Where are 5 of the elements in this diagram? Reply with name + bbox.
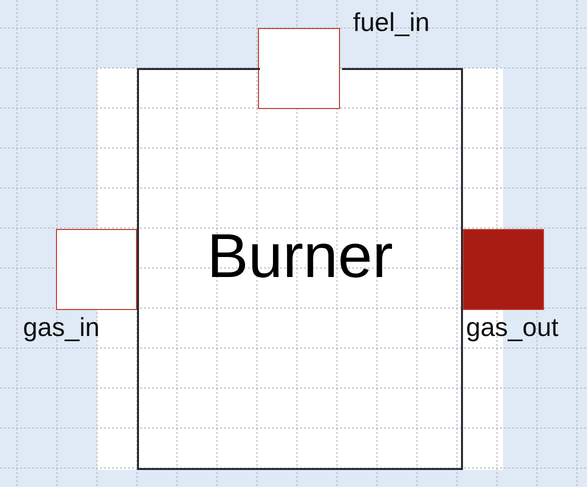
port-label: fuel_in	[353, 9, 430, 35]
port-label: gas_out	[466, 314, 559, 340]
block-title: Burner	[206, 226, 394, 288]
burner-block	[137, 68, 463, 470]
port-label: gas_in	[23, 314, 100, 340]
